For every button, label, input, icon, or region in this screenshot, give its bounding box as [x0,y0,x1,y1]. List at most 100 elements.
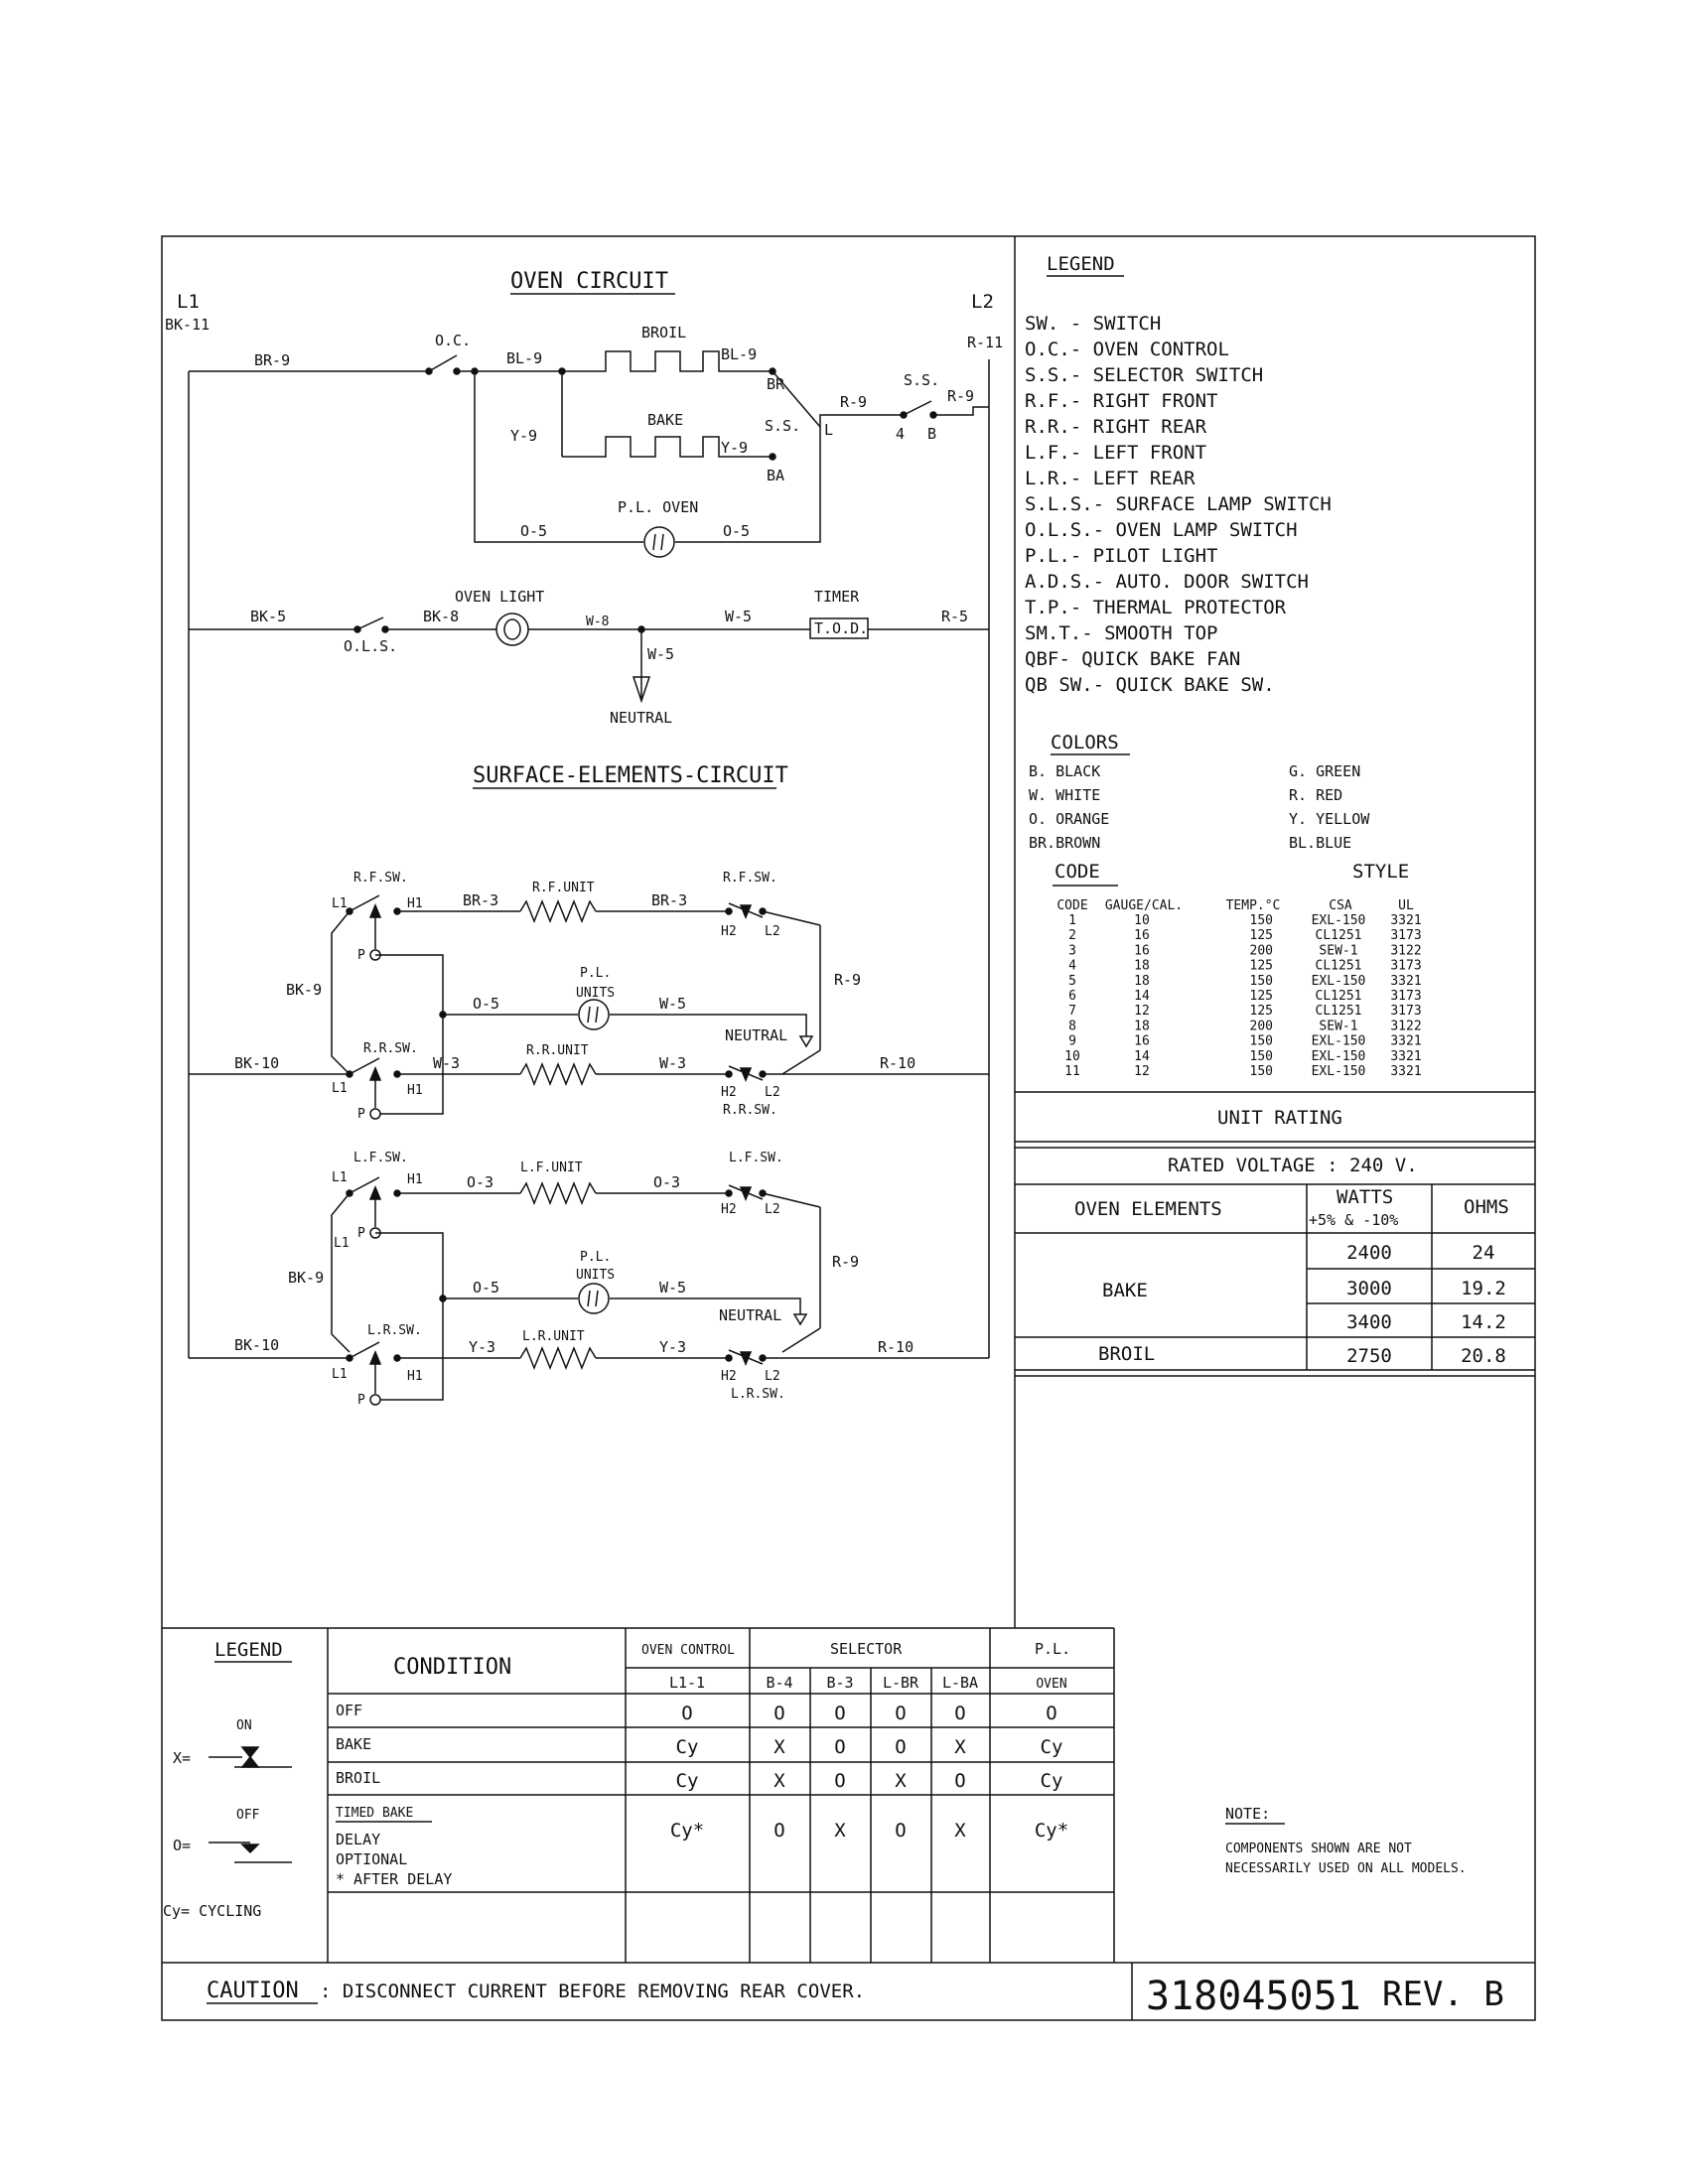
code-cell: 3321 [1390,1064,1421,1079]
timed-cell: O [895,1820,906,1842]
color-item: BR.BROWN [1029,834,1100,852]
color-item: B. BLACK [1029,762,1100,780]
neutral-arrow [792,1313,808,1326]
code-cell: 125 [1250,1004,1273,1019]
color-item: W. WHITE [1029,786,1100,804]
selector-header: SELECTOR [830,1640,903,1658]
wire-label: BK-5 [250,608,286,625]
timed-after-delay: * AFTER DELAY [336,1870,452,1888]
condition-cell: Cy [676,1770,699,1792]
color-item: O. ORANGE [1029,810,1109,828]
lf-unit-label: L.F.UNIT [520,1160,583,1175]
rr-switch-label: R.R.SW. [723,1103,777,1118]
timed-optional: OPTIONAL [336,1850,407,1868]
ohms-value: 20.8 [1461,1345,1506,1367]
oven-circuit: OVEN CIRCUIT L1 BK-11 L2 R-11 BR-9 O.C. … [165,269,1003,1358]
ss-switch [903,400,932,416]
note-line-1: COMPONENTS SHOWN ARE NOT [1225,1842,1412,1856]
condition-cell: X [774,1770,785,1792]
neutral-label: NEUTRAL [719,1306,781,1324]
timed-delay: DELAY [336,1831,380,1848]
wire-label: R-10 [878,1338,914,1356]
rf-switch-label: R.F.SW. [353,871,408,886]
wire-label: R-9 [832,1253,859,1271]
wire-label: O-5 [473,1279,499,1297]
legend-item: L.R.- LEFT REAR [1025,468,1196,489]
condition-cell: X [895,1770,907,1792]
legend-item: L.F.- LEFT FRONT [1025,442,1206,464]
wire-label: W-5 [725,608,752,625]
legend-item: O.L.S.- OVEN LAMP SWITCH [1025,519,1298,541]
lr-switch-label: L.R.SW. [367,1323,422,1338]
code-cell: 14 [1134,1049,1150,1064]
tod-label: T.O.D. [814,619,868,637]
condition-cell: Cy [1041,1736,1063,1758]
revision: REV. B [1382,1975,1504,2014]
note-line-2: NECESSARILY USED ON ALL MODELS. [1225,1861,1467,1876]
wire-label: W-3 [433,1054,460,1072]
color-item: G. GREEN [1289,762,1360,780]
rated-voltage: RATED VOLTAGE : 240 V. [1168,1155,1418,1176]
code-cell: SEW-1 [1319,943,1357,958]
code-cell: 3321 [1390,1049,1421,1064]
wire-label: R-10 [880,1054,915,1072]
terminal-label: H1 [407,1172,423,1187]
ohms-value: 24 [1473,1242,1495,1264]
condition-subheader: L1-1 [669,1674,705,1692]
neutral-label: NEUTRAL [610,709,672,727]
code-header: UL [1398,898,1414,913]
pl-units-lamp [578,999,610,1030]
condition-cell: O [1046,1703,1056,1724]
wire-label: Y-3 [469,1338,495,1356]
condition-subheader: B-3 [826,1674,853,1692]
unit-rating-title: UNIT RATING [1217,1107,1342,1129]
code-cell: 2 [1068,928,1076,943]
wire-label: W-3 [659,1054,686,1072]
condition-subheader: B-4 [766,1674,792,1692]
terminal-label: L1 [332,1367,348,1382]
condition-cell: O [834,1703,845,1724]
wire-label: W-5 [647,645,674,663]
pl-units-label: UNITS [576,1268,615,1283]
lf-switch-label: L.F.SW. [729,1151,783,1165]
code-cell: 3173 [1390,989,1421,1004]
lf-switch-label: L.F.SW. [353,1151,408,1165]
terminal-label: L [824,421,833,439]
wire-label: O-3 [467,1173,493,1191]
wire-label: BL-9 [506,349,542,367]
unit-rating: UNIT RATING RATED VOLTAGE : 240 V. OVEN … [1015,1091,1535,1377]
code-cell: EXL-150 [1312,1034,1366,1049]
oc-switch [428,354,458,372]
terminal-label: H2 [721,924,737,939]
x-symbol-label: X= [173,1749,191,1767]
watts-value: 3000 [1346,1278,1392,1299]
rr-switch-label: R.R.SW. [363,1041,418,1056]
pl-units-label: P.L. [580,1250,611,1265]
code-cell: 16 [1134,928,1150,943]
condition-cell: Cy [676,1736,699,1758]
o-symbol-label: O= [173,1837,191,1854]
code-cell: CL1251 [1316,989,1362,1004]
note-title: NOTE: [1225,1805,1270,1823]
code-cell: 150 [1250,974,1273,989]
pl-units-label: UNITS [576,986,615,1001]
code-cell: 1 [1068,913,1076,928]
terminal-label: L1 [332,1081,348,1096]
off-symbol [240,1843,260,1854]
wire-label: O-5 [520,522,547,540]
code-cell: 10 [1134,913,1150,928]
condition-cell: O [954,1770,965,1792]
rr-unit-element [519,1061,597,1087]
code-cell: 3 [1068,943,1076,958]
code-cell: 3321 [1390,974,1421,989]
rf-unit-label: R.F.UNIT [532,881,595,895]
condition-cell: X [774,1736,785,1758]
broil-label: BROIL [641,324,686,341]
code-cell: EXL-150 [1312,974,1366,989]
col-ohms: OHMS [1464,1196,1509,1218]
col-watts-tolerance: +5% & -10% [1309,1211,1398,1229]
watts-value: 3400 [1346,1311,1392,1333]
rf-switch-label: R.F.SW. [723,871,777,886]
